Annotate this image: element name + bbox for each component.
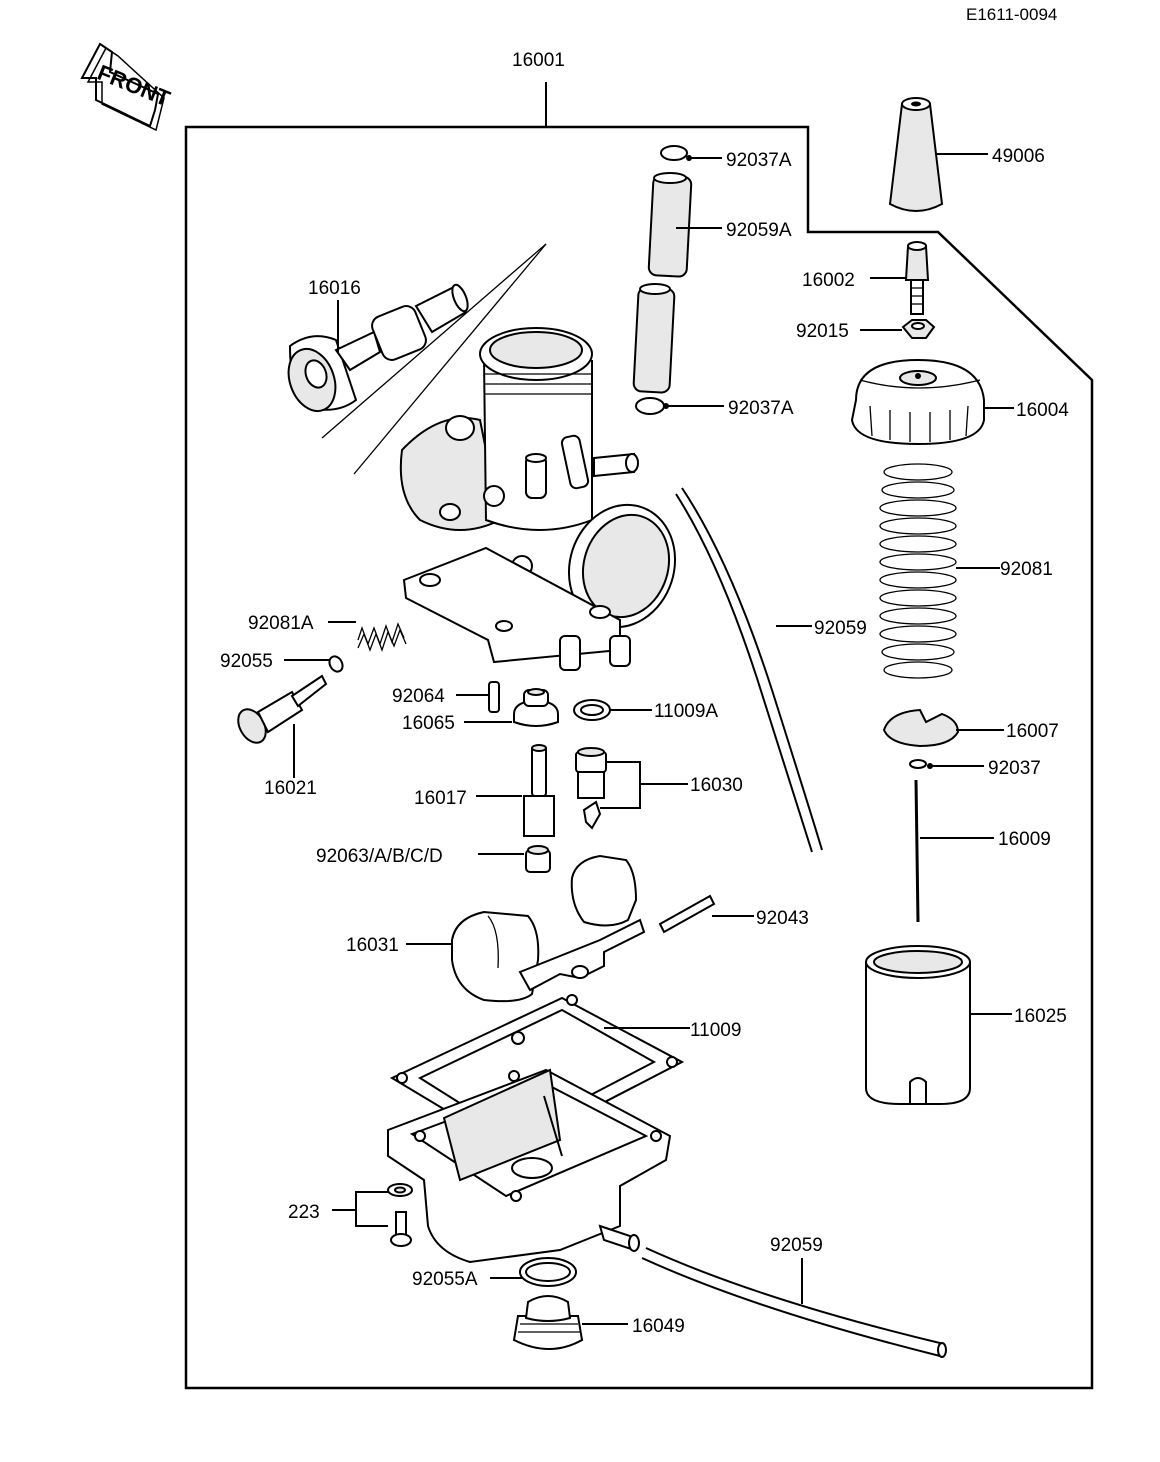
part-92037A-bottom [635,397,724,415]
part-223-screws [332,1183,413,1247]
label-11009A: 11009A [654,701,718,722]
label-92063: 92063/A/B/C/D [316,846,443,867]
label-92055A: 92055A [412,1269,478,1290]
part-92064-pin [456,681,500,713]
label-92081: 92081 [1000,559,1053,580]
label-92059-bottom: 92059 [770,1235,823,1256]
part-16017-jet [476,744,555,837]
label-92059-right: 92059 [814,618,867,639]
label-92037A-top: 92037A [726,150,792,171]
label-92081A: 92081A [248,613,314,634]
label-92037A-bottom: 92037A [728,398,794,419]
part-92059-hose-bottom [641,1247,947,1358]
label-16009: 16009 [998,829,1051,850]
part-16031-float [406,854,646,1003]
part-92037A-top [660,145,722,161]
label-16002: 16002 [802,270,855,291]
label-92043: 92043 [756,908,809,929]
label-92037: 92037 [988,758,1041,779]
part-92043-pin [658,894,754,934]
part-49006-cap [888,97,988,212]
part-16002-adjuster [870,241,930,315]
label-49006: 49006 [992,146,1045,167]
label-11009: 11009 [690,1020,741,1041]
label-223: 223 [288,1202,320,1223]
part-16009-needle [914,779,994,923]
part-92055-washer [284,655,344,673]
part-16016-choke [287,283,469,412]
label-16016: 16016 [308,278,361,299]
part-11009A-oring [573,699,652,721]
part-16065-holder [464,688,559,727]
part-92081A-spring [328,621,407,652]
part-16007-plate [882,708,1004,748]
label-16021: 16021 [264,778,317,799]
label-16030: 16030 [690,775,743,796]
assembly-boundary [184,82,1094,1390]
part-92081-spring [879,463,1000,679]
part-16049-plug [512,1295,628,1350]
label-16031: 16031 [346,935,399,956]
part-16030-float-valve [575,747,688,830]
label-16004: 16004 [1016,400,1069,421]
label-16065: 16065 [402,713,455,734]
front-arrow-icon: FRONT [80,42,174,132]
label-92059A: 92059A [726,220,792,241]
label-92064: 92064 [392,686,445,707]
label-16017: 16017 [414,788,467,809]
carburetor-body [321,243,677,671]
part-92059-hose-right [675,487,823,853]
reference-code: E1611-0094 [966,5,1057,24]
label-92055: 92055 [220,651,273,672]
part-float-bowl [387,1031,672,1264]
part-16004-top-cap [850,358,1014,446]
part-92059A-tube [632,172,722,394]
part-16025-throttle-slide [865,945,1012,1105]
part-92037-clip [909,759,984,769]
label-16001: 16001 [512,50,565,71]
part-92055A-oring [490,1257,577,1287]
label-16025: 16025 [1014,1006,1067,1027]
label-16049: 16049 [632,1316,685,1337]
part-92063-main-jet [478,845,551,873]
part-92015-nut [860,319,936,339]
label-92015: 92015 [796,321,849,342]
label-16007: 16007 [1006,721,1059,742]
part-16021-screw [237,674,328,778]
